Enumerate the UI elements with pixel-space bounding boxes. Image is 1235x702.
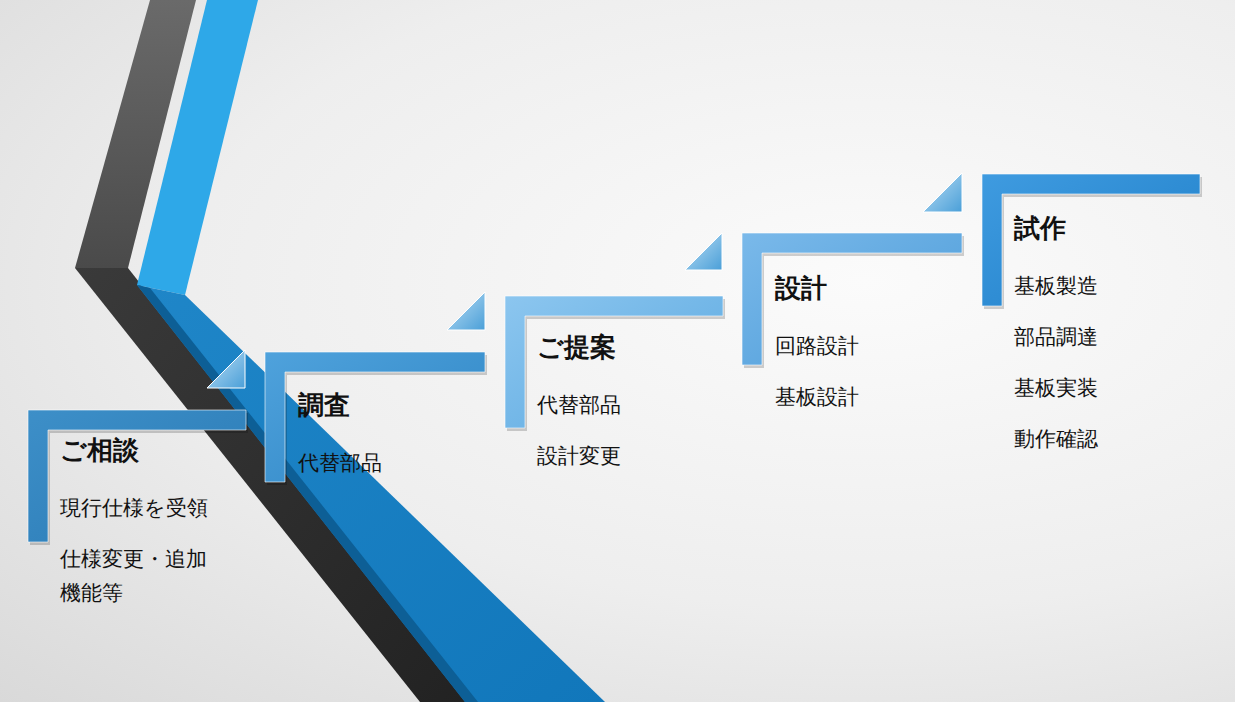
step-heading: ご提案 (537, 330, 719, 364)
step-triangle (685, 233, 722, 270)
bracket-shadow (744, 236, 964, 368)
process-step: 調査代替部品 (265, 352, 485, 497)
blue-stripe-lower (137, 285, 605, 702)
step-triangle (447, 292, 485, 330)
bracket-bar (265, 352, 485, 482)
step-heading: ご相談 (60, 433, 242, 467)
step-item: 部品調達 (1014, 320, 1196, 354)
bracket-shadow (30, 413, 248, 545)
process-step: ご相談現行仕様を受領仕様変更・追加 機能等 (28, 410, 246, 627)
bracket-bar (505, 296, 723, 428)
step-item: 動作確認 (1014, 422, 1196, 456)
step-heading: 調査 (298, 388, 481, 422)
step-item: 基板設計 (775, 380, 958, 414)
step-item: 回路設計 (775, 329, 958, 363)
step-triangle (207, 350, 245, 388)
step-item: 基板製造 (1014, 269, 1196, 303)
bracket-bar (28, 410, 246, 542)
step-item: 現行仕様を受領 (60, 491, 242, 525)
step-item: 仕様変更・追加 機能等 (60, 542, 242, 610)
step-triangle (923, 173, 962, 212)
bracket-bar (982, 174, 1200, 306)
bracket-shape (28, 410, 246, 546)
process-step: 試作基板製造部品調達基板実装動作確認 (982, 174, 1200, 473)
process-step: 設計回路設計基板設計 (742, 233, 962, 431)
step-item: 代替部品 (537, 388, 719, 422)
step-item: 設計変更 (537, 439, 719, 473)
bracket-shadow (507, 299, 725, 431)
bracket-bar (742, 233, 962, 365)
blue-stripe-upper (137, 0, 258, 295)
step-item: 代替部品 (298, 446, 481, 480)
bracket-shadow (984, 177, 1202, 309)
step-item: 基板実装 (1014, 371, 1196, 405)
blue-stripe-shadow (137, 285, 478, 702)
process-step: ご提案代替部品設計変更 (505, 296, 723, 490)
bracket-shadow (267, 355, 487, 485)
step-heading: 試作 (1014, 211, 1196, 245)
step-heading: 設計 (775, 271, 958, 305)
